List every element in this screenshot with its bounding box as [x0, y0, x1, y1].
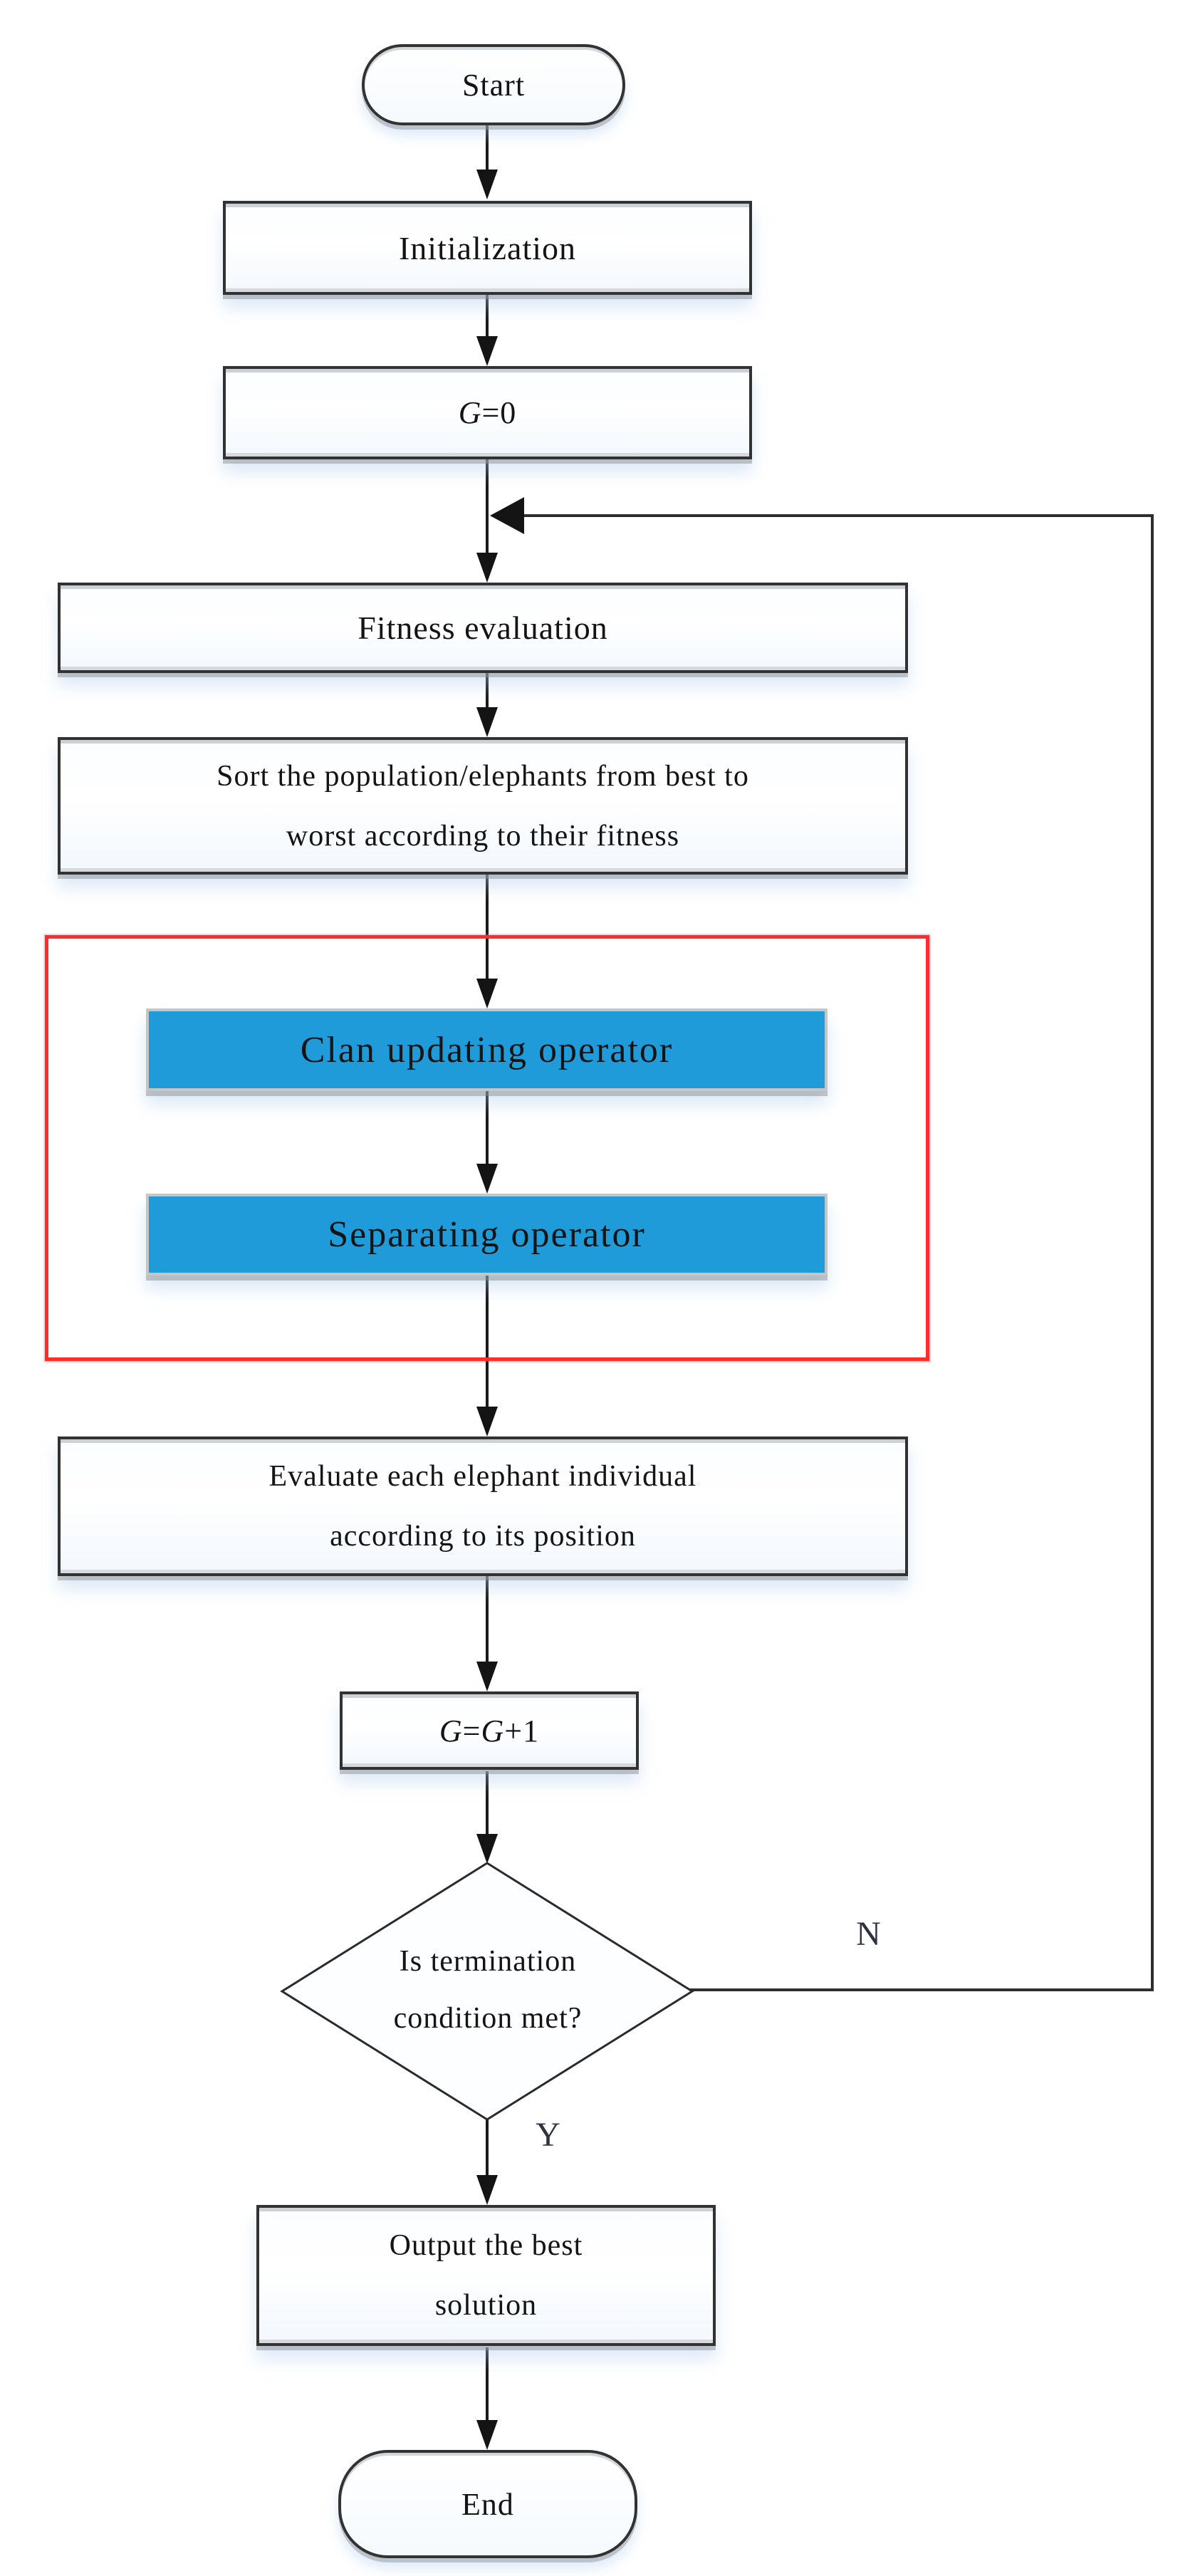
node-output-best-solution: Output the best solution	[256, 2205, 716, 2346]
node-sort-population: Sort the population/elephants from best …	[58, 737, 908, 875]
connector-separating-to-evaluate	[486, 1276, 489, 1409]
edge-label-no: N	[856, 1914, 882, 1953]
decision-diamond-shape	[280, 1862, 694, 2121]
node-separating-operator: Separating operator	[146, 1194, 828, 1276]
node-increment-generation: G=G+1	[340, 1691, 639, 1770]
decision-diamond-outline	[280, 1862, 694, 2121]
connector-decision-yes-to-output	[486, 2118, 489, 2178]
node-clan-updating-operator: Clan updating operator	[146, 1008, 828, 1091]
connector-increment-to-decision	[486, 1771, 489, 1837]
arrowhead-into-end	[476, 2420, 498, 2450]
feedback-vertical-right	[1151, 514, 1154, 1991]
arrowhead-into-decision	[476, 1834, 498, 1864]
arrowhead-into-initialization	[476, 170, 498, 199]
node-evaluate-individuals: Evaluate each elephant individual accord…	[58, 1436, 908, 1576]
arrowhead-feedback-into-spine	[490, 497, 524, 534]
node-end: End	[338, 2450, 637, 2558]
feedback-horizontal-from-decision	[688, 1988, 1154, 1991]
connector-fitness-to-sort	[486, 673, 489, 710]
connector-sort-to-clan-updating	[486, 875, 489, 981]
arrowhead-into-g0	[476, 336, 498, 366]
feedback-horizontal-top	[524, 514, 1154, 517]
node-start: Start	[362, 44, 625, 125]
arrowhead-into-clan-updating	[476, 979, 498, 1008]
arrowhead-into-output	[476, 2175, 498, 2205]
arrowhead-into-fitness	[476, 553, 498, 583]
node-set-generation-zero: G=0	[223, 366, 752, 459]
decision-question-text: Is termination condition met?	[393, 1945, 583, 2035]
node-termination-decision	[269, 1850, 705, 2132]
operators-highlight-frame	[45, 935, 929, 1361]
connector-start-to-initialization	[486, 122, 489, 174]
connector-output-to-end	[486, 2347, 489, 2423]
edge-label-yes: Y	[536, 2115, 561, 2154]
arrowhead-into-separating	[476, 1164, 498, 1194]
node-initialization: Initialization	[223, 201, 752, 295]
node-fitness-evaluation: Fitness evaluation	[58, 583, 908, 673]
connector-clan-to-separating	[486, 1091, 489, 1167]
arrowhead-into-increment	[476, 1662, 498, 1691]
connector-initialization-to-g0	[486, 295, 489, 339]
connector-g0-to-fitness	[486, 459, 489, 556]
arrowhead-into-sort	[476, 707, 498, 737]
arrowhead-into-evaluate	[476, 1407, 498, 1436]
connector-evaluate-to-increment	[486, 1576, 489, 1664]
